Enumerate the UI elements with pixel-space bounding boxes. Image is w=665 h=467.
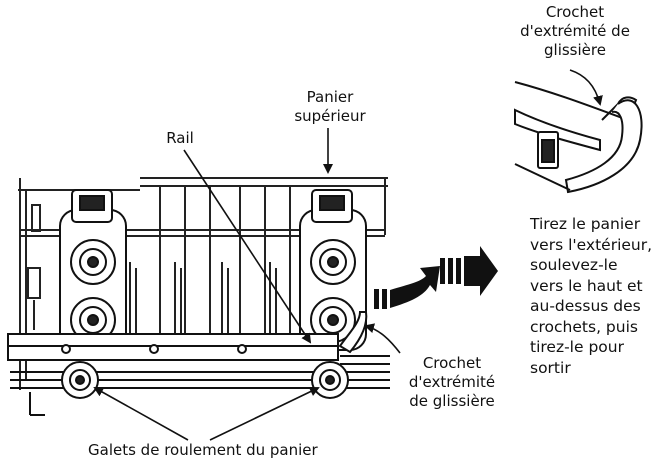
- pull-out-arrow: [374, 246, 498, 309]
- left-roller-bracket: [59, 189, 127, 351]
- top-right-hook-label: Crochet d'extrémité de glissière: [520, 3, 630, 59]
- rail-label: Rail: [166, 129, 194, 147]
- upper-basket-label: Panier supérieur: [294, 88, 366, 125]
- slide-end-hook: [338, 311, 368, 354]
- rack-rollers: [29, 361, 349, 416]
- slide-end-hook-detail: [514, 81, 643, 194]
- bottom-hook-label: Crochet d'extrémité de glissière: [408, 354, 496, 410]
- pull-out-instruction: Tirez le panier vers l'extérieur, soulev…: [530, 215, 653, 377]
- callout-lines: [93, 69, 603, 441]
- right-roller-bracket: [299, 189, 367, 351]
- rollers-label: Galets de roulement du panier: [88, 441, 318, 459]
